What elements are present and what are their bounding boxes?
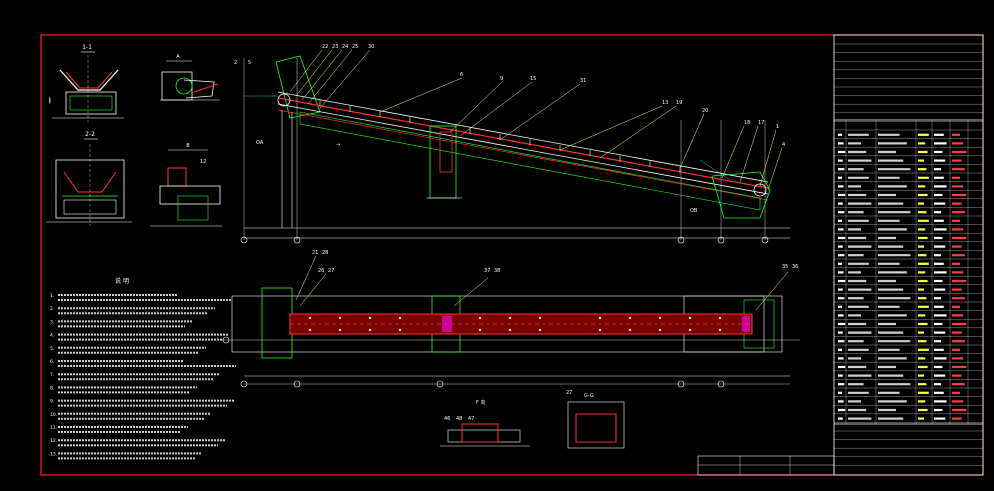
balloon: 15 — [530, 76, 536, 82]
balloon: 2 — [234, 60, 237, 66]
conveyor-plan-view: 21 28 26 27 37 38 35 36 — [222, 250, 800, 388]
note-number: 2. — [50, 306, 54, 312]
balloon: 1 — [776, 124, 779, 130]
section-2-2-view: 2-2 — [46, 131, 132, 226]
balloon: 4 — [782, 142, 785, 148]
detail-b-label: B — [186, 143, 190, 149]
balloon: 38 — [494, 268, 500, 274]
section-1-1-view: 1-1 ╟ — [48, 44, 124, 122]
svg-text:OB: OB — [690, 208, 698, 214]
detail-a-label: A — [176, 54, 180, 60]
note-number: 10. — [50, 412, 57, 418]
bom-table — [833, 34, 984, 476]
balloon: 28 — [322, 250, 328, 256]
svg-text:12: 12 — [200, 159, 206, 165]
balloon: 5 — [248, 60, 251, 66]
balloon: 25 — [352, 44, 358, 50]
svg-text:╟: ╟ — [48, 97, 52, 104]
balloon: 20 — [702, 108, 708, 114]
note-number: 3. — [50, 319, 54, 325]
section-2-label: 2-2 — [85, 131, 95, 138]
note-number: 13. — [50, 451, 57, 457]
axis-bubble — [717, 236, 725, 244]
balloon: 21 — [312, 250, 318, 256]
balloon: 30 — [368, 44, 374, 50]
notes-block: 说 明 1. 2. 3. 4. 5. 6. 7. 8. 9. 10. 11. 12. 13. — [50, 277, 236, 460]
balloon: 6 — [460, 72, 463, 78]
detail-b-view: B 12 — [150, 143, 222, 227]
svg-text:OA: OA — [256, 140, 264, 146]
balloon: 36 — [792, 264, 798, 270]
balloon: 24 — [342, 44, 348, 50]
balloon: 19 — [676, 100, 682, 106]
balloon: 17 — [758, 120, 764, 126]
svg-text:46: 46 — [444, 416, 450, 422]
axis-bubble — [240, 236, 248, 244]
balloon: 22 — [322, 44, 328, 50]
svg-text:48: 48 — [456, 416, 462, 422]
view-f: F 向 46 48 47 — [440, 399, 530, 447]
balloon: 37 — [484, 268, 490, 274]
note-number: 4. — [50, 333, 54, 339]
balloon: 31 — [580, 78, 586, 84]
balloon: 13 — [662, 100, 668, 106]
note-number: 9. — [50, 399, 54, 405]
section-1-label: 1-1 — [82, 44, 92, 51]
detail-a-view: A — [160, 54, 220, 101]
notes-title: 说 明 — [115, 277, 129, 285]
svg-text:27: 27 — [566, 390, 572, 396]
balloon: 35 — [782, 264, 788, 270]
axis-bubble — [677, 236, 685, 244]
balloon: 18 — [744, 120, 750, 126]
axis-bubble — [761, 236, 769, 244]
view-g-g: G-G 27 — [566, 390, 625, 449]
svg-text:→: → — [336, 142, 340, 148]
note-number: 8. — [50, 385, 54, 391]
part-balloons: 22 23 24 25 30 2 5 6 9 15 31 13 19 20 18… — [234, 44, 785, 148]
title-block — [697, 455, 835, 476]
view-f-label: F 向 — [476, 399, 485, 406]
balloon: 9 — [500, 76, 503, 82]
axis-bubble — [293, 236, 301, 244]
note-number: 7. — [50, 372, 54, 378]
svg-text:47: 47 — [468, 416, 474, 422]
note-number: 11. — [50, 425, 57, 431]
note-number: 12. — [50, 438, 57, 444]
balloon: 26 — [318, 268, 324, 274]
view-g-label: G-G — [584, 393, 594, 399]
balloon: 27 — [328, 268, 334, 274]
conveyor-elevation-view: → OA OB — [240, 49, 790, 244]
note-number: 5. — [50, 346, 54, 352]
balloon: 23 — [332, 44, 338, 50]
note-number: 1. — [50, 293, 54, 299]
note-number: 6. — [50, 359, 54, 365]
